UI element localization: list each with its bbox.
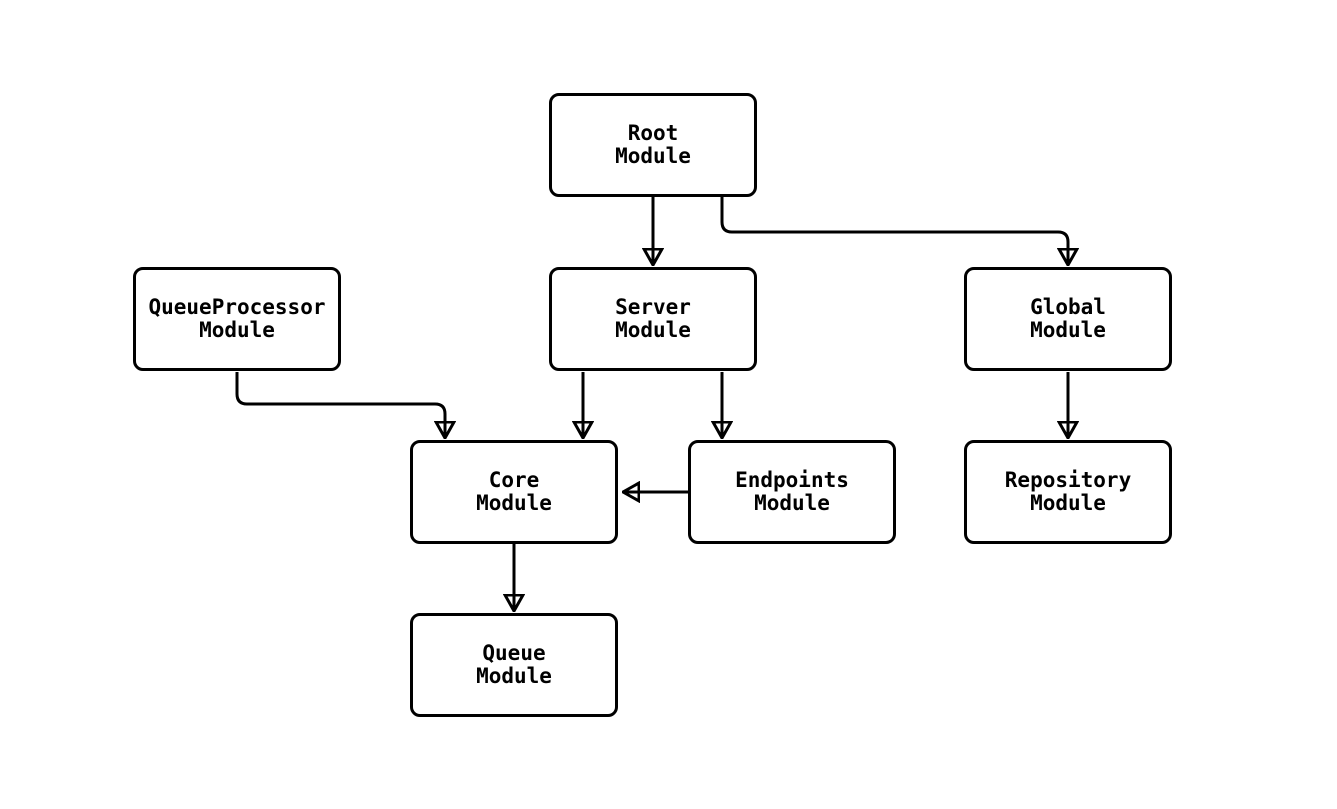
node-queueprocessor-module-subtitle: Module [199, 318, 275, 342]
node-endpoints-module-subtitle: Module [754, 491, 830, 515]
node-queueprocessor-module: QueueProcessor Module [133, 267, 341, 371]
node-endpoints-module-title: Endpoints [735, 468, 849, 492]
node-global-module: Global Module [964, 267, 1172, 371]
node-queue-module-subtitle: Module [476, 664, 552, 688]
node-server-module: Server Module [549, 267, 757, 371]
node-root-module-title: Root [627, 121, 679, 145]
node-queueprocessor-module-title: QueueProcessor [148, 295, 326, 319]
node-core-module-title: Core [488, 468, 540, 492]
node-core-module: Core Module [410, 440, 618, 544]
node-root-module-subtitle: Module [615, 144, 691, 168]
node-endpoints-module: Endpoints Module [688, 440, 896, 544]
node-global-module-title: Global [1030, 295, 1106, 319]
edge-queueprocessor-to-core [235, 372, 445, 437]
node-queue-module: Queue Module [410, 613, 618, 717]
node-repository-module-title: Repository [1004, 468, 1132, 492]
node-repository-module: Repository Module [964, 440, 1172, 544]
node-root-module: Root Module [549, 93, 757, 197]
node-queue-module-title: Queue [482, 641, 546, 665]
node-core-module-subtitle: Module [476, 491, 552, 515]
edge-root-to-global [720, 197, 1068, 264]
node-repository-module-subtitle: Module [1030, 491, 1106, 515]
node-server-module-subtitle: Module [615, 318, 691, 342]
node-server-module-title: Server [615, 295, 691, 319]
node-global-module-subtitle: Module [1030, 318, 1106, 342]
